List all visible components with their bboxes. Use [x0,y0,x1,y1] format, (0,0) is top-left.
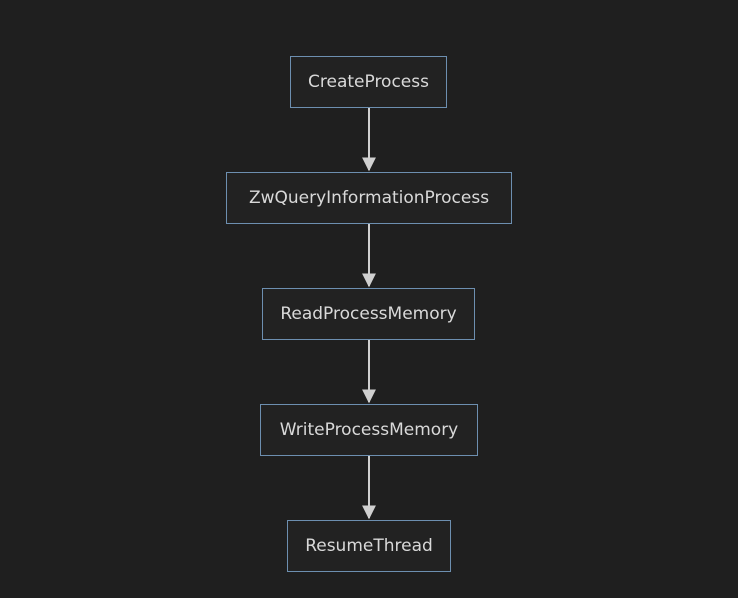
node-label: ReadProcessMemory [280,304,457,324]
node-label: WriteProcessMemory [279,420,459,440]
node-label: ZwQueryInformationProcess [248,188,490,208]
node-writeprocessmemory: WriteProcessMemory [260,404,478,456]
node-resumethread: ResumeThread [287,520,451,572]
node-zwqueryinformationprocess: ZwQueryInformationProcess [226,172,512,224]
node-createprocess: CreateProcess [290,56,447,108]
node-label: ResumeThread [305,536,433,556]
node-readprocessmemory: ReadProcessMemory [262,288,475,340]
node-label: CreateProcess [308,72,429,92]
